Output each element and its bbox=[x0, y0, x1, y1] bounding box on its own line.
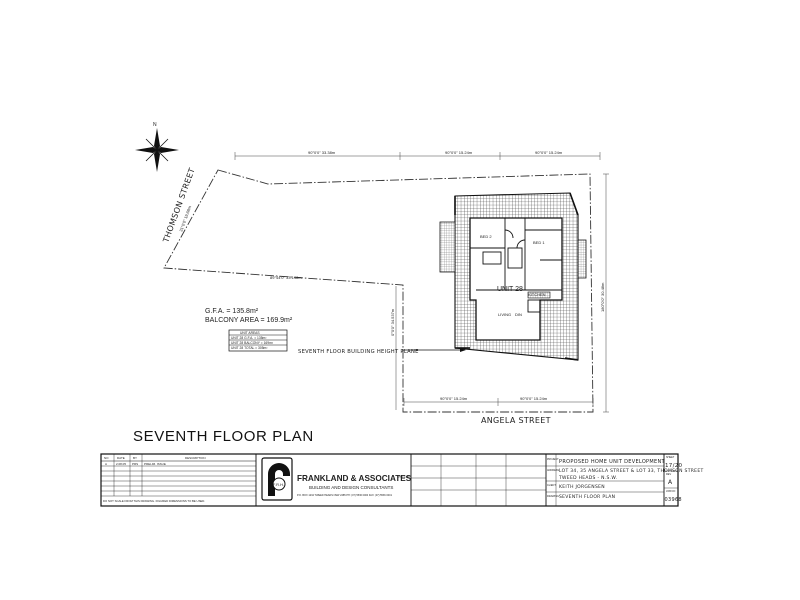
area-table-row: UNIT 28 BALCONY = 169m² bbox=[231, 341, 274, 345]
drawing-value: SEVENTH FLOOR PLAN bbox=[559, 494, 615, 500]
room-bed2: BED 2 bbox=[480, 234, 492, 239]
firm-abn: PTY LTD bbox=[398, 475, 409, 479]
height-plane-label: SEVENTH FLOOR BUILDING HEIGHT PLANE bbox=[298, 349, 419, 355]
dimension-east-vert: 180°0'0" 30.48m bbox=[600, 282, 605, 312]
revision-row-by: PRS bbox=[132, 462, 138, 466]
revision-header-description: DESCRIPTION bbox=[185, 456, 206, 460]
dimension-top-1: 90°0'0" 33.38m bbox=[308, 150, 336, 155]
angela-street-label: ANGELA STREET bbox=[481, 416, 551, 425]
firm-initials: F.R.H. bbox=[273, 482, 284, 487]
area-table: UNIT AREAS UNIT 28 G.F.A. = 135m² UNIT 2… bbox=[228, 329, 288, 352]
revision-header-date: DATE bbox=[117, 456, 125, 460]
area-table-header: UNIT AREAS bbox=[240, 331, 260, 335]
drawing-label: DRAWING bbox=[547, 495, 559, 498]
site-boundary bbox=[163, 169, 594, 413]
room-bed1: BED 1 bbox=[533, 240, 545, 245]
revision-row-date: 2.08.05 bbox=[116, 462, 126, 466]
room-dining: DIN bbox=[515, 312, 522, 317]
thomson-street-label: THOMSON STREET bbox=[161, 167, 197, 245]
sheet-no-label: SHEET bbox=[666, 456, 675, 459]
dimension-mid-diag: 89°44'0" 33.148m bbox=[270, 275, 302, 280]
balcony-area-text: BALCONY AREA = 169.9m² bbox=[205, 317, 293, 324]
unit-footprint bbox=[439, 192, 587, 361]
address-label: ADDRESS bbox=[547, 469, 559, 472]
revision-header-by: BY bbox=[133, 456, 137, 460]
revision-row-no: A bbox=[105, 462, 107, 466]
dimension-top-2: 90°0'0" 15.24m bbox=[445, 150, 473, 155]
firm-logo: F.R.H. bbox=[261, 457, 293, 501]
unit-label: UNIT 28 bbox=[497, 286, 523, 293]
gfa-text: G.F.A. = 135.8m² bbox=[205, 308, 259, 315]
dimension-lines bbox=[234, 152, 609, 413]
firm-details: P.O. BOX 1234 TWEED HEADS NSW 2485 PH: (… bbox=[297, 494, 393, 497]
address-line-2: TWEED HEADS - N.S.W. bbox=[558, 475, 617, 481]
dimension-top-3: 90°0'0" 15.24m bbox=[535, 150, 563, 155]
project-value: PROPOSED HOME UNIT DEVELOPMENT bbox=[559, 459, 665, 465]
job-label: JOB NO bbox=[666, 490, 675, 493]
rev-label: REV bbox=[666, 473, 671, 476]
firm-tagline: BUILDING AND DESIGN CONSULTANTS bbox=[309, 485, 393, 490]
title-block bbox=[100, 453, 679, 507]
room-kitchen: KITCHEN bbox=[528, 292, 546, 297]
job-value: 03968 bbox=[665, 497, 682, 503]
area-table-row: UNIT 28 TOTAL = 305m² bbox=[231, 346, 268, 350]
dimension-bottom-1: 90°0'0" 15.24m bbox=[440, 396, 468, 401]
drawing-title: SEVENTH FLOOR PLAN bbox=[133, 428, 314, 445]
north-label: N bbox=[153, 122, 157, 128]
scale-note: DO NOT SCALE FROM THIS DRAWING. FIGURED … bbox=[103, 499, 205, 503]
revision-header-no: NO bbox=[104, 456, 109, 460]
north-arrow-icon: N bbox=[135, 122, 179, 172]
firm-name: FRANKLAND & ASSOCIATES bbox=[297, 474, 412, 483]
dimension-inner-vert: 0°0'0" 34.537m bbox=[390, 308, 395, 336]
address-line-1: LOT 34, 35 ANGELA STREET & LOT 33, THOMS… bbox=[559, 468, 704, 474]
project-label: PROJECT bbox=[547, 458, 559, 461]
revision-row-description: PRELIM. ISSUE bbox=[144, 462, 166, 466]
client-label: CLIENT bbox=[547, 484, 556, 487]
room-living: LIVING bbox=[498, 312, 511, 317]
area-table-row: UNIT 28 G.F.A. = 135m² bbox=[231, 336, 267, 340]
rev-value: A bbox=[668, 479, 673, 486]
sheet-no: 17/20 bbox=[665, 463, 683, 469]
client-value: KEITH JORGENSEN bbox=[559, 484, 605, 490]
dimension-bottom-2: 90°0'0" 15.24m bbox=[520, 396, 548, 401]
